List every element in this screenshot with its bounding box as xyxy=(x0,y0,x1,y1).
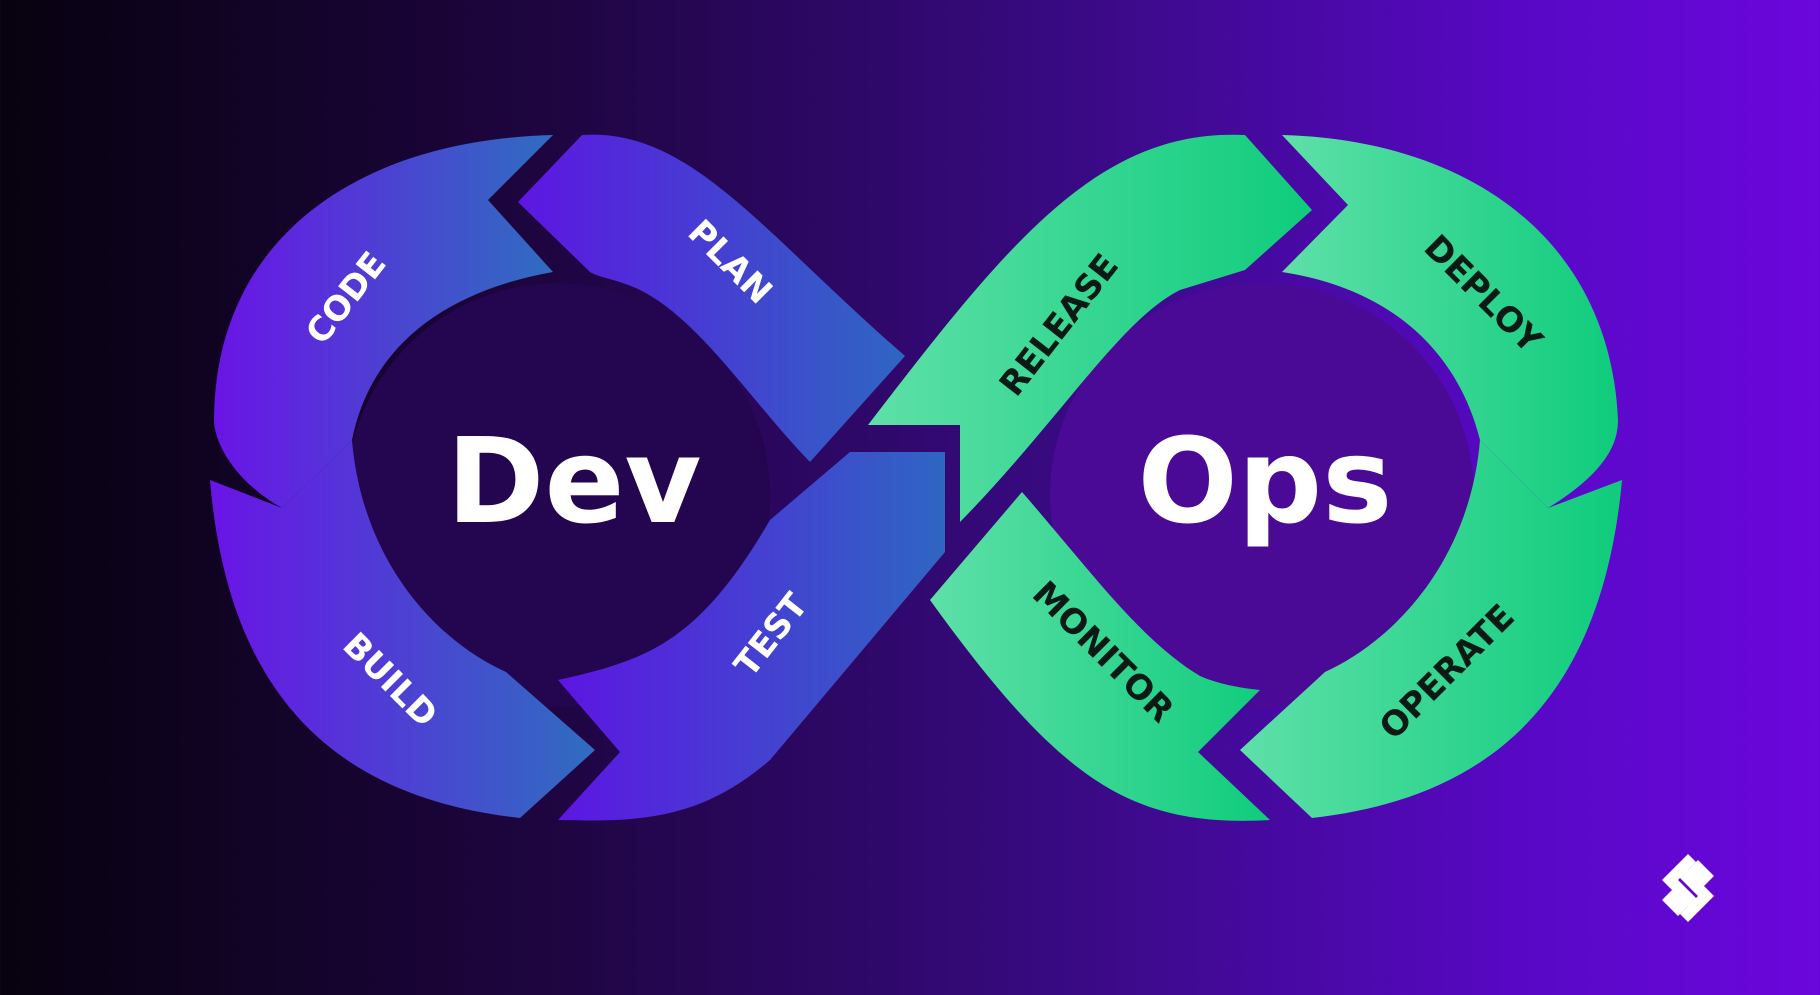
test-segment xyxy=(558,452,945,821)
operate-segment xyxy=(1240,440,1622,818)
code-segment xyxy=(214,135,553,508)
ops-inner-circle xyxy=(1050,283,1474,707)
ops-title: Ops xyxy=(1137,412,1392,550)
build-segment xyxy=(210,440,595,818)
deploy-segment xyxy=(1282,135,1618,508)
release-segment xyxy=(868,134,1312,522)
dev-inner-circle xyxy=(346,283,770,707)
dev-title: Dev xyxy=(447,412,702,550)
plan-segment xyxy=(518,134,905,462)
diamond-chain-logo-icon xyxy=(1662,850,1714,926)
monitor-segment xyxy=(930,492,1270,821)
